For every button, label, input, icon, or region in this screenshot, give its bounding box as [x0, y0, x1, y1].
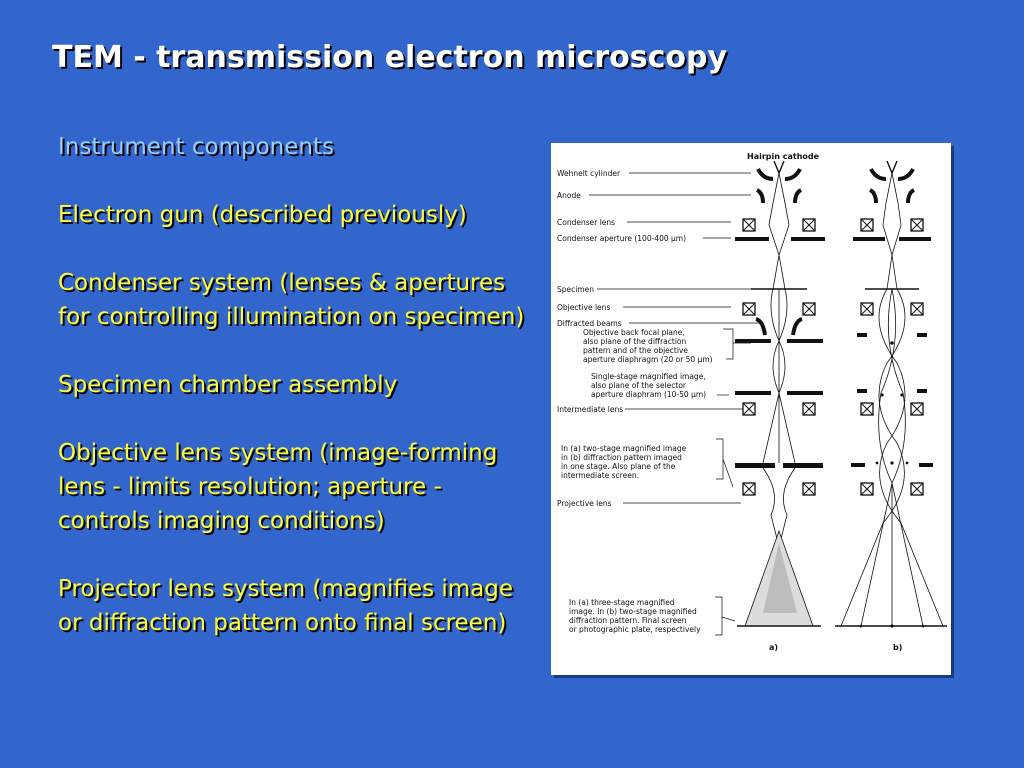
list-item-condenser-system: Condenser system (lenses & apertures for…	[58, 270, 525, 330]
label-two-stage-1: In (a) two-stage magnified image	[561, 444, 687, 453]
label-back-focal-4: aperture diaphragm (20 or 50 μm)	[583, 355, 713, 364]
label-single-stage-3: aperture diaphram (10-50 μm)	[591, 390, 706, 399]
label-three-stage-4: or photographic plate, respectively	[569, 625, 701, 634]
label-panel-a: a)	[769, 643, 778, 652]
subheading: Instrument components	[58, 134, 334, 160]
label-anode: Anode	[557, 191, 581, 200]
label-two-stage-4: intermediate screen.	[561, 471, 639, 480]
label-projective-lens: Projective lens	[557, 499, 612, 508]
label-condenser-lens: Condenser lens	[557, 218, 615, 227]
label-specimen: Specimen	[557, 285, 594, 294]
label-single-stage-1: Single-stage magnified image,	[591, 372, 706, 381]
label-back-focal-2: also plane of the diffraction	[583, 337, 686, 346]
label-back-focal-1: Objective back focal plane,	[583, 328, 685, 337]
list-item-projector-lens: Projector lens system (magnifies image o…	[58, 576, 514, 636]
tem-ray-diagram: Hairpin cathode Wehnelt cylinder Anode C…	[551, 143, 951, 675]
label-back-focal-3: pattern and of the objective	[583, 346, 688, 355]
components-list: Instrument components Electron gun (desc…	[58, 130, 538, 640]
leader-lines	[589, 172, 761, 636]
label-wehnelt-cylinder: Wehnelt cylinder	[557, 169, 621, 178]
label-intermediate-lens: Intermediate lens	[557, 405, 623, 414]
label-panel-b: b)	[893, 643, 902, 652]
label-two-stage-3: in one stage. Also plane of the	[561, 462, 676, 471]
column-b	[835, 160, 947, 628]
column-a	[735, 160, 825, 627]
list-item-electron-gun: Electron gun (described previously)	[58, 202, 467, 228]
label-condenser-aperture: Condenser aperture (100-400 μm)	[557, 234, 686, 243]
label-objective-lens: Objective lens	[557, 303, 610, 312]
label-three-stage-2: image. In (b) two-stage magnified	[569, 607, 697, 616]
list-item-objective-lens: Objective lens system (image-forming len…	[58, 440, 498, 534]
label-three-stage-1: In (a) three-stage magnified	[569, 598, 675, 607]
label-single-stage-2: also plane of the selector	[591, 381, 687, 390]
label-hairpin-cathode: Hairpin cathode	[747, 152, 820, 161]
label-three-stage-3: diffraction pattern. Final screen	[569, 616, 687, 625]
slide-title: TEM - transmission electron microscopy	[52, 40, 728, 75]
list-item-specimen-chamber: Specimen chamber assembly	[58, 372, 398, 398]
label-diffracted-beams: Diffracted beams	[557, 319, 622, 328]
tem-diagram-svg: Hairpin cathode Wehnelt cylinder Anode C…	[557, 152, 947, 652]
label-two-stage-2: in (b) diffraction pattern imaged	[561, 453, 682, 462]
